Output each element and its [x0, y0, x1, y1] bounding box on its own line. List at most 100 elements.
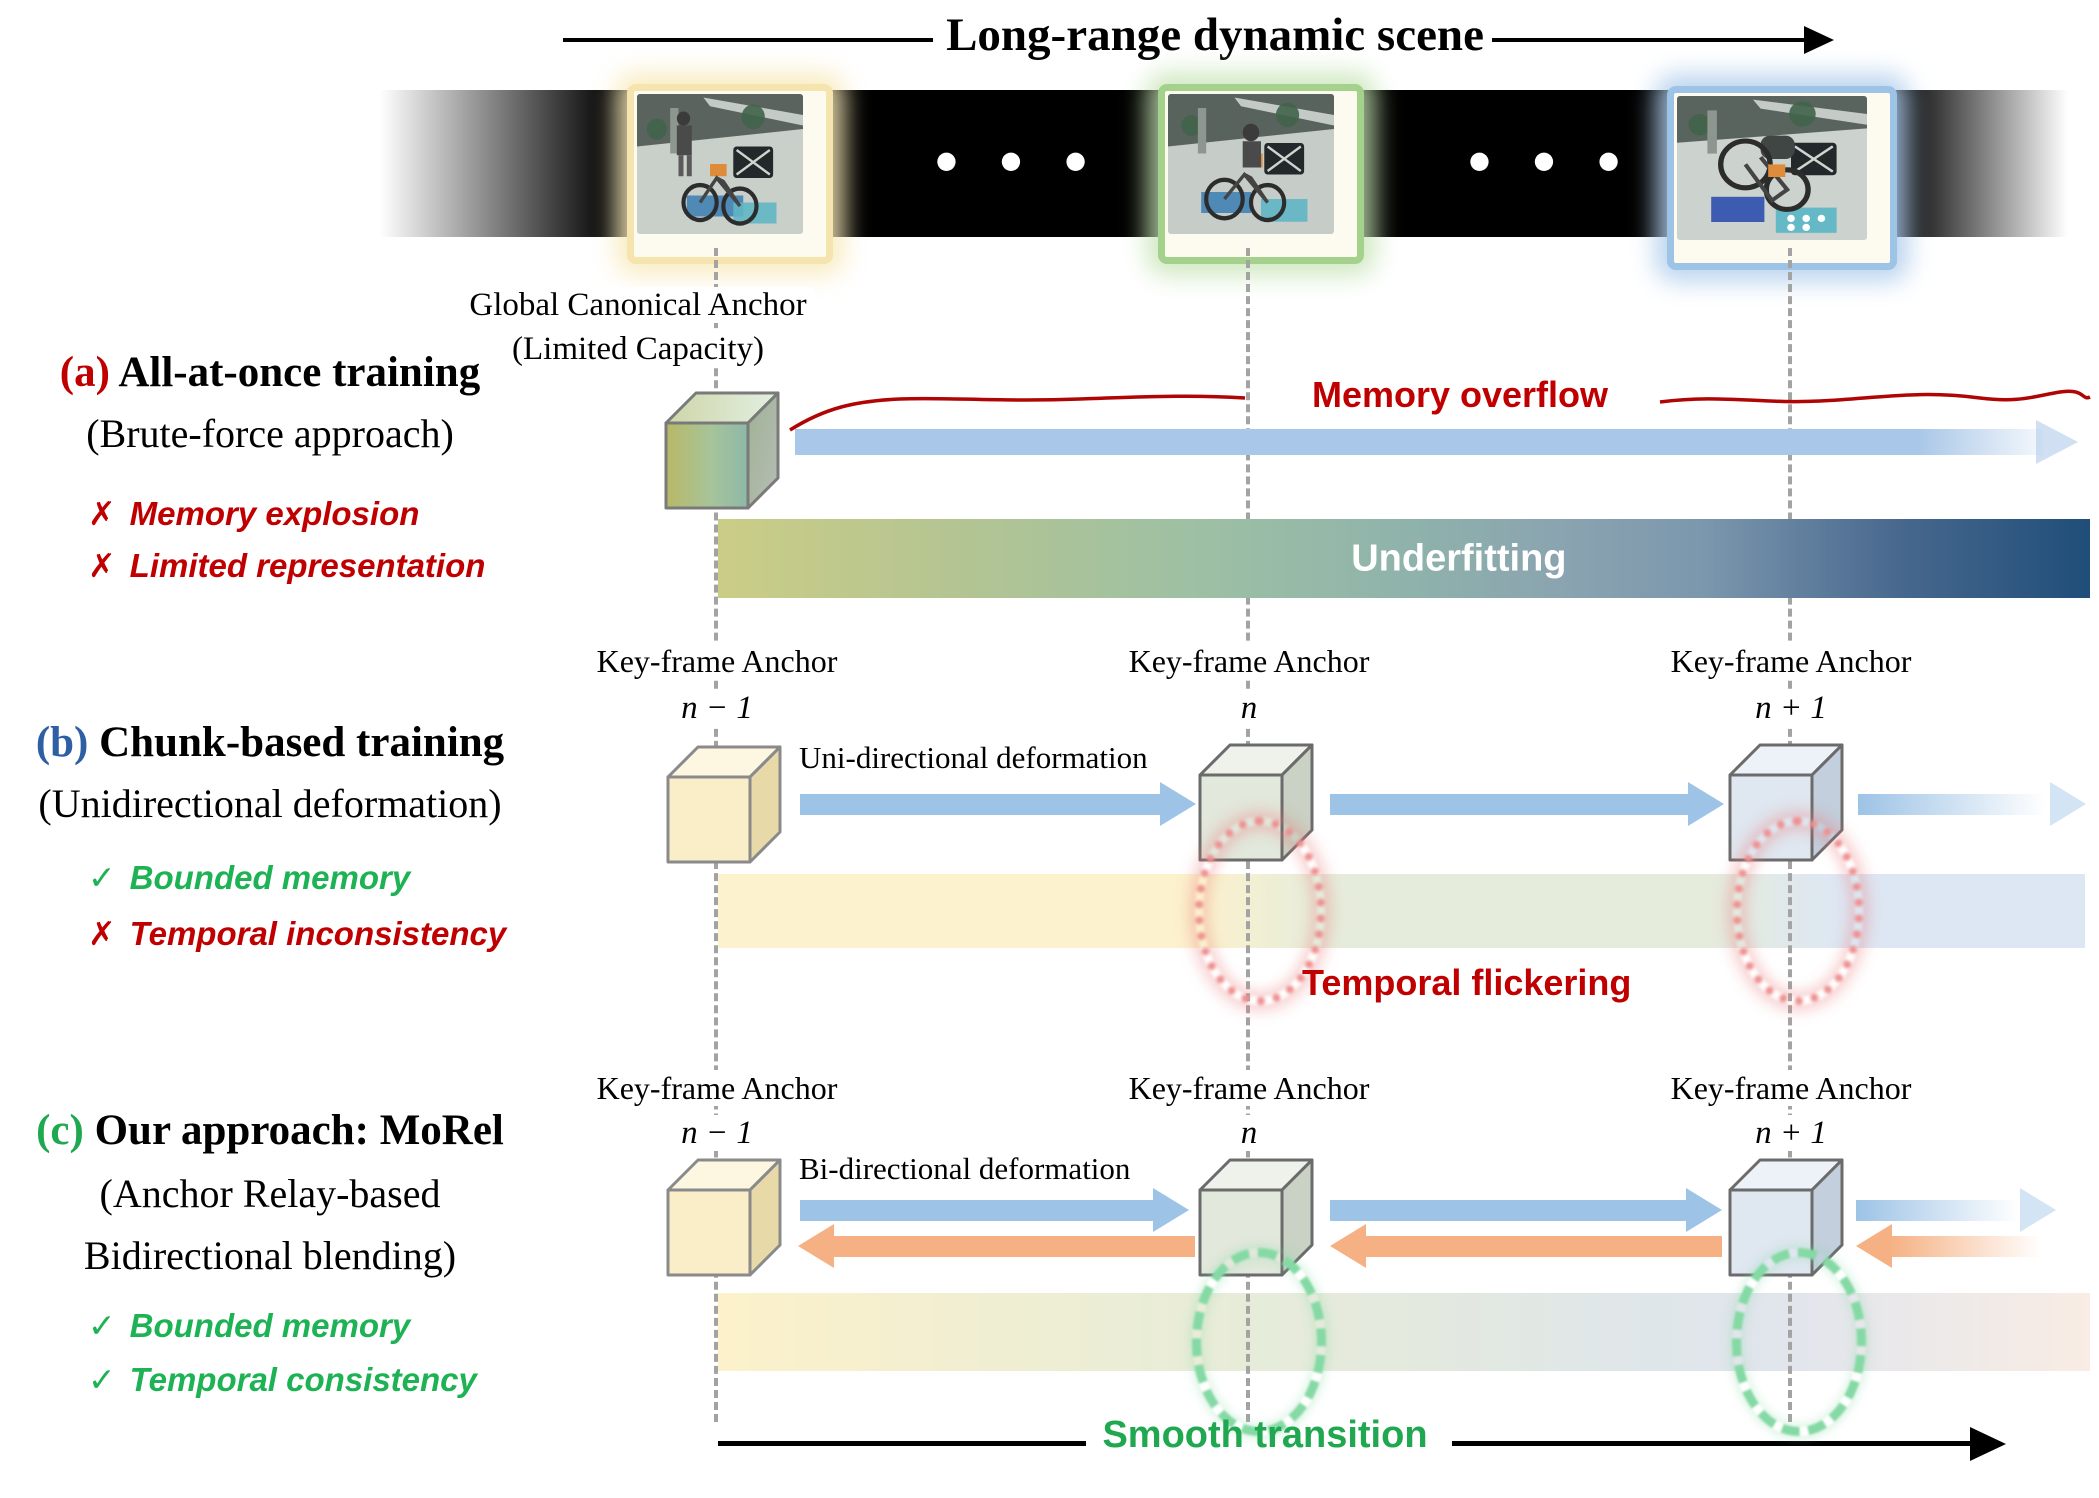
keyframe-index-b1-text: n − 1 — [671, 690, 763, 726]
keyframe-index-c2: n — [1079, 1115, 1419, 1152]
uni-arrow-3-shaft — [1858, 794, 2054, 815]
section-a-bullet-1-text: Memory explosion — [129, 495, 420, 532]
section-b-bullet-1: ✓ Bounded memory — [88, 858, 410, 897]
keyframe-label-c3-text: Key-frame Anchor — [1662, 1070, 1920, 1106]
bi-directional-label: Bi-directional deformation — [795, 1151, 1135, 1187]
keyframe-label-b3-text: Key-frame Anchor — [1662, 643, 1920, 679]
flicker-ellipse-1 — [1195, 817, 1325, 1005]
section-c-subtitle-2: Bidirectional blending) — [83, 1233, 457, 1278]
figure-title: Long-range dynamic scene — [946, 9, 1484, 61]
memory-overflow-label: Memory overflow — [1311, 374, 1609, 415]
section-a-bullet-2: ✗ Limited representation — [88, 546, 485, 585]
training-span-bar — [795, 429, 2043, 455]
keyframe-index-c1-text: n − 1 — [671, 1115, 763, 1151]
check-icon: ✓ — [88, 859, 116, 896]
keyframe-label-c2: Key-frame Anchor — [1079, 1070, 1419, 1107]
section-b-bullet-2: ✗ Temporal inconsistency — [88, 914, 506, 953]
cross-icon: ✗ — [88, 495, 116, 532]
check-icon: ✓ — [88, 1307, 116, 1344]
video-frame-start-photo — [637, 94, 803, 234]
keyframe-index-c3: n + 1 — [1621, 1115, 1961, 1152]
keyframe-label-b3: Key-frame Anchor — [1621, 643, 1961, 680]
global-anchor-cube — [664, 391, 780, 510]
keyframe-label-b1-text: Key-frame Anchor — [588, 643, 846, 679]
blended-band-c — [718, 1293, 2090, 1371]
video-frame-middle — [1158, 84, 1364, 264]
check-icon: ✓ — [88, 1361, 116, 1398]
video-frame-start — [627, 84, 833, 264]
keyframe-index-b2: n — [1079, 690, 1419, 727]
keyframe-label-c1-text: Key-frame Anchor — [588, 1070, 846, 1106]
bi-arrow-back-1-shaft — [832, 1236, 1195, 1257]
keyframe-label-c1: Key-frame Anchor — [547, 1070, 887, 1107]
keyframe-index-c3-text: n + 1 — [1745, 1115, 1837, 1151]
bi-arrow-back-2-head-icon — [1330, 1224, 1366, 1268]
global-anchor-label-line1: Global Canonical Anchor — [463, 287, 813, 323]
section-c-subtitle-1: (Anchor Relay-based — [99, 1171, 441, 1216]
bi-arrow-back-3-head-icon — [1856, 1224, 1892, 1268]
keyframe-label-c3: Key-frame Anchor — [1621, 1070, 1961, 1107]
smooth-transition-label: Smooth transition — [1102, 1414, 1428, 1456]
video-frame-end-photo — [1677, 96, 1867, 240]
chunk-band-b — [718, 874, 2085, 948]
section-c-bullet-1: ✓ Bounded memory — [88, 1306, 410, 1345]
video-frame-end — [1667, 86, 1897, 270]
section-c-heading: (c) Our approach: MoRel — [10, 1106, 530, 1155]
smooth-ellipse-1 — [1192, 1248, 1326, 1436]
section-b-subtitle: (Unidirectional deformation) — [38, 781, 502, 826]
section-c-bullet-1-text: Bounded memory — [129, 1307, 411, 1344]
flicker-ellipse-2 — [1733, 817, 1863, 1005]
section-b-bullet-1-text: Bounded memory — [129, 859, 411, 896]
uni-arrow-2-head-icon — [1688, 782, 1724, 826]
keyframe-label-b2: Key-frame Anchor — [1079, 643, 1419, 680]
video-frame-middle-photo — [1168, 94, 1334, 234]
section-a-title: All-at-once training — [118, 349, 481, 396]
section-a-heading: (a) All-at-once training — [10, 348, 530, 397]
section-c-tag: (c) — [36, 1107, 84, 1154]
keyframe-index-b1: n − 1 — [547, 690, 887, 727]
keyframe-label-b1: Key-frame Anchor — [547, 643, 887, 680]
section-c-bullet-2-text: Temporal consistency — [129, 1361, 477, 1398]
global-anchor-label-line2: (Limited Capacity) — [506, 330, 770, 367]
keyframe-index-c2-text: n — [1230, 1115, 1268, 1151]
smooth-transition-arrow-icon — [1970, 1427, 2006, 1461]
keyframe-label-c2-text: Key-frame Anchor — [1120, 1070, 1378, 1106]
bi-arrow-fwd-2-head-icon — [1686, 1188, 1722, 1232]
cross-icon: ✗ — [88, 915, 116, 952]
section-c-bullet-2: ✓ Temporal consistency — [88, 1360, 477, 1399]
bi-arrow-fwd-3-head-icon — [2020, 1188, 2056, 1232]
section-b-bullet-2-text: Temporal inconsistency — [129, 915, 507, 952]
bi-arrow-fwd-3-shaft — [1856, 1200, 2026, 1221]
bi-arrow-back-3-shaft — [1890, 1236, 2048, 1257]
anchor-cube-c-n-1 — [666, 1158, 782, 1277]
section-a-tag: (a) — [59, 349, 110, 396]
global-anchor-label: Global Canonical Anchor (Limited Capacit… — [368, 284, 908, 371]
cross-icon: ✗ — [88, 547, 116, 584]
underfitting-label: Underfitting — [1351, 537, 1567, 579]
uni-arrow-2-shaft — [1330, 794, 1690, 815]
section-c-title: Our approach: MoRel — [94, 1107, 504, 1154]
section-a-bullet-1: ✗ Memory explosion — [88, 494, 419, 533]
section-b-tag: (b) — [35, 719, 89, 766]
section-a-bullet-2-text: Limited representation — [129, 547, 486, 584]
bi-arrow-back-2-shaft — [1364, 1236, 1722, 1257]
uni-arrow-3-head-icon — [2050, 782, 2086, 826]
training-span-arrow-icon — [2036, 420, 2078, 464]
keyframe-index-b3: n + 1 — [1621, 690, 1961, 727]
keyframe-index-b2-text: n — [1230, 690, 1268, 726]
underfitting-bar: Underfitting — [718, 519, 2090, 598]
section-b-title: Chunk-based training — [99, 719, 505, 766]
memory-overflow-wave — [789, 389, 2091, 432]
anchor-cube-b-n-1 — [666, 745, 782, 864]
uni-arrow-1-shaft — [800, 794, 1162, 815]
keyframe-index-c1: n − 1 — [547, 1115, 887, 1152]
title-line-right — [1492, 38, 1806, 42]
keyframe-index-b3-text: n + 1 — [1745, 690, 1837, 726]
temporal-flickering-label: Temporal flickering — [1302, 962, 1632, 1003]
uni-arrow-1-head-icon — [1160, 782, 1196, 826]
bi-arrow-fwd-2-shaft — [1330, 1200, 1688, 1221]
anchor-cube-c-n+1 — [1728, 1158, 1844, 1277]
ellipsis-dots-left: ● ● ● — [935, 146, 1105, 174]
keyframe-label-b2-text: Key-frame Anchor — [1120, 643, 1378, 679]
